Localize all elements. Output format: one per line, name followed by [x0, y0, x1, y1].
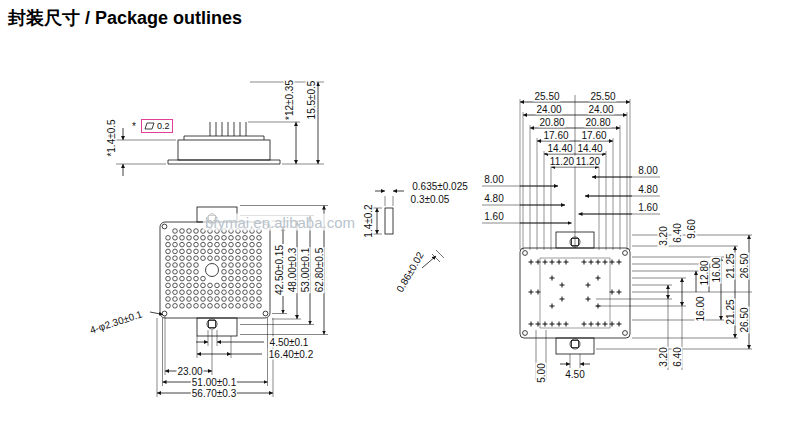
- dimension-label: 4-φ2.30±0.1: [88, 308, 145, 336]
- dimension-label: 16.40±0.2: [268, 349, 314, 360]
- dimension-label: 4.50±0.1: [269, 337, 310, 348]
- dimension-label: 16.00: [711, 256, 722, 283]
- dimension-label: 6.40: [672, 222, 683, 243]
- dimension-label: *: [131, 121, 137, 132]
- dimension-label: 26.50: [739, 306, 750, 333]
- dimension-label: 20.80: [584, 117, 611, 128]
- dimension-label: 9.60: [686, 218, 697, 239]
- dimension-label: 1.60: [483, 211, 504, 222]
- dimension-label: 1.4±0.2: [363, 203, 374, 238]
- watermark: bfymai.en.alibaba.com: [203, 214, 357, 231]
- dimension-label: 12.80: [699, 259, 710, 286]
- dimension-label: 3.20: [658, 225, 669, 246]
- dimension-label: 25.50: [533, 91, 560, 102]
- dimension-label: *12±0.35: [284, 79, 295, 121]
- dimension-label: 24.00: [535, 104, 562, 115]
- dimension-label: 21.25: [725, 298, 736, 325]
- dimension-label: 8.00: [483, 174, 504, 185]
- dimension-label: 17.60: [542, 130, 569, 141]
- dimension-label: 21.25: [725, 252, 736, 279]
- dimension-label: 62.80±0.5: [314, 247, 325, 293]
- tolerance-value: 0.2: [157, 121, 170, 131]
- dimension-label: 56.70±0.3: [191, 388, 237, 399]
- dimension-label: 23.00: [176, 366, 203, 377]
- page-title: 封装尺寸 / Package outlines: [8, 6, 242, 30]
- dimension-label: 48.00±0.3: [287, 247, 298, 293]
- dimension-label: 11.20: [575, 156, 601, 167]
- flatness-symbol: [144, 122, 155, 130]
- dimension-label: 17.60: [580, 130, 607, 141]
- dimension-label: 24.00: [587, 104, 614, 115]
- dimension-label: 4.80: [483, 193, 504, 204]
- dimension-label: 6.40: [672, 346, 683, 367]
- dimension-label: 0.635±0.025: [411, 181, 469, 192]
- dimension-label: 0.3±0.05: [410, 194, 451, 205]
- tolerance-frame: 0.2: [141, 119, 173, 133]
- dimension-label: 8.00: [637, 165, 658, 176]
- dimension-label: 16.00: [695, 295, 706, 322]
- dimension-label: 14.40: [576, 143, 603, 154]
- dimension-label: 11.20: [549, 156, 575, 167]
- dimension-label: 0.86±0.02: [394, 249, 427, 295]
- dimension-label: 14.40: [546, 143, 573, 154]
- dimension-label: 51.00±0.1: [191, 377, 237, 388]
- dimension-label: 42.50±0.15: [274, 244, 285, 296]
- dimension-label: 5.00: [536, 362, 547, 383]
- dimension-label: 53.00±0.1: [300, 247, 311, 293]
- dimension-label: 4.80: [637, 184, 658, 195]
- dimension-label: 4.50: [564, 369, 585, 380]
- dimension-label: 15.5±0.5: [306, 80, 317, 121]
- dimension-label: 3.20: [658, 346, 669, 367]
- dimension-label: 1.60: [637, 202, 658, 213]
- dimension-label: 20.80: [538, 117, 565, 128]
- dimension-label: *1.4±0.5: [106, 118, 117, 157]
- dimension-label: 25.50: [589, 91, 616, 102]
- dimension-label: 26.50: [739, 252, 750, 279]
